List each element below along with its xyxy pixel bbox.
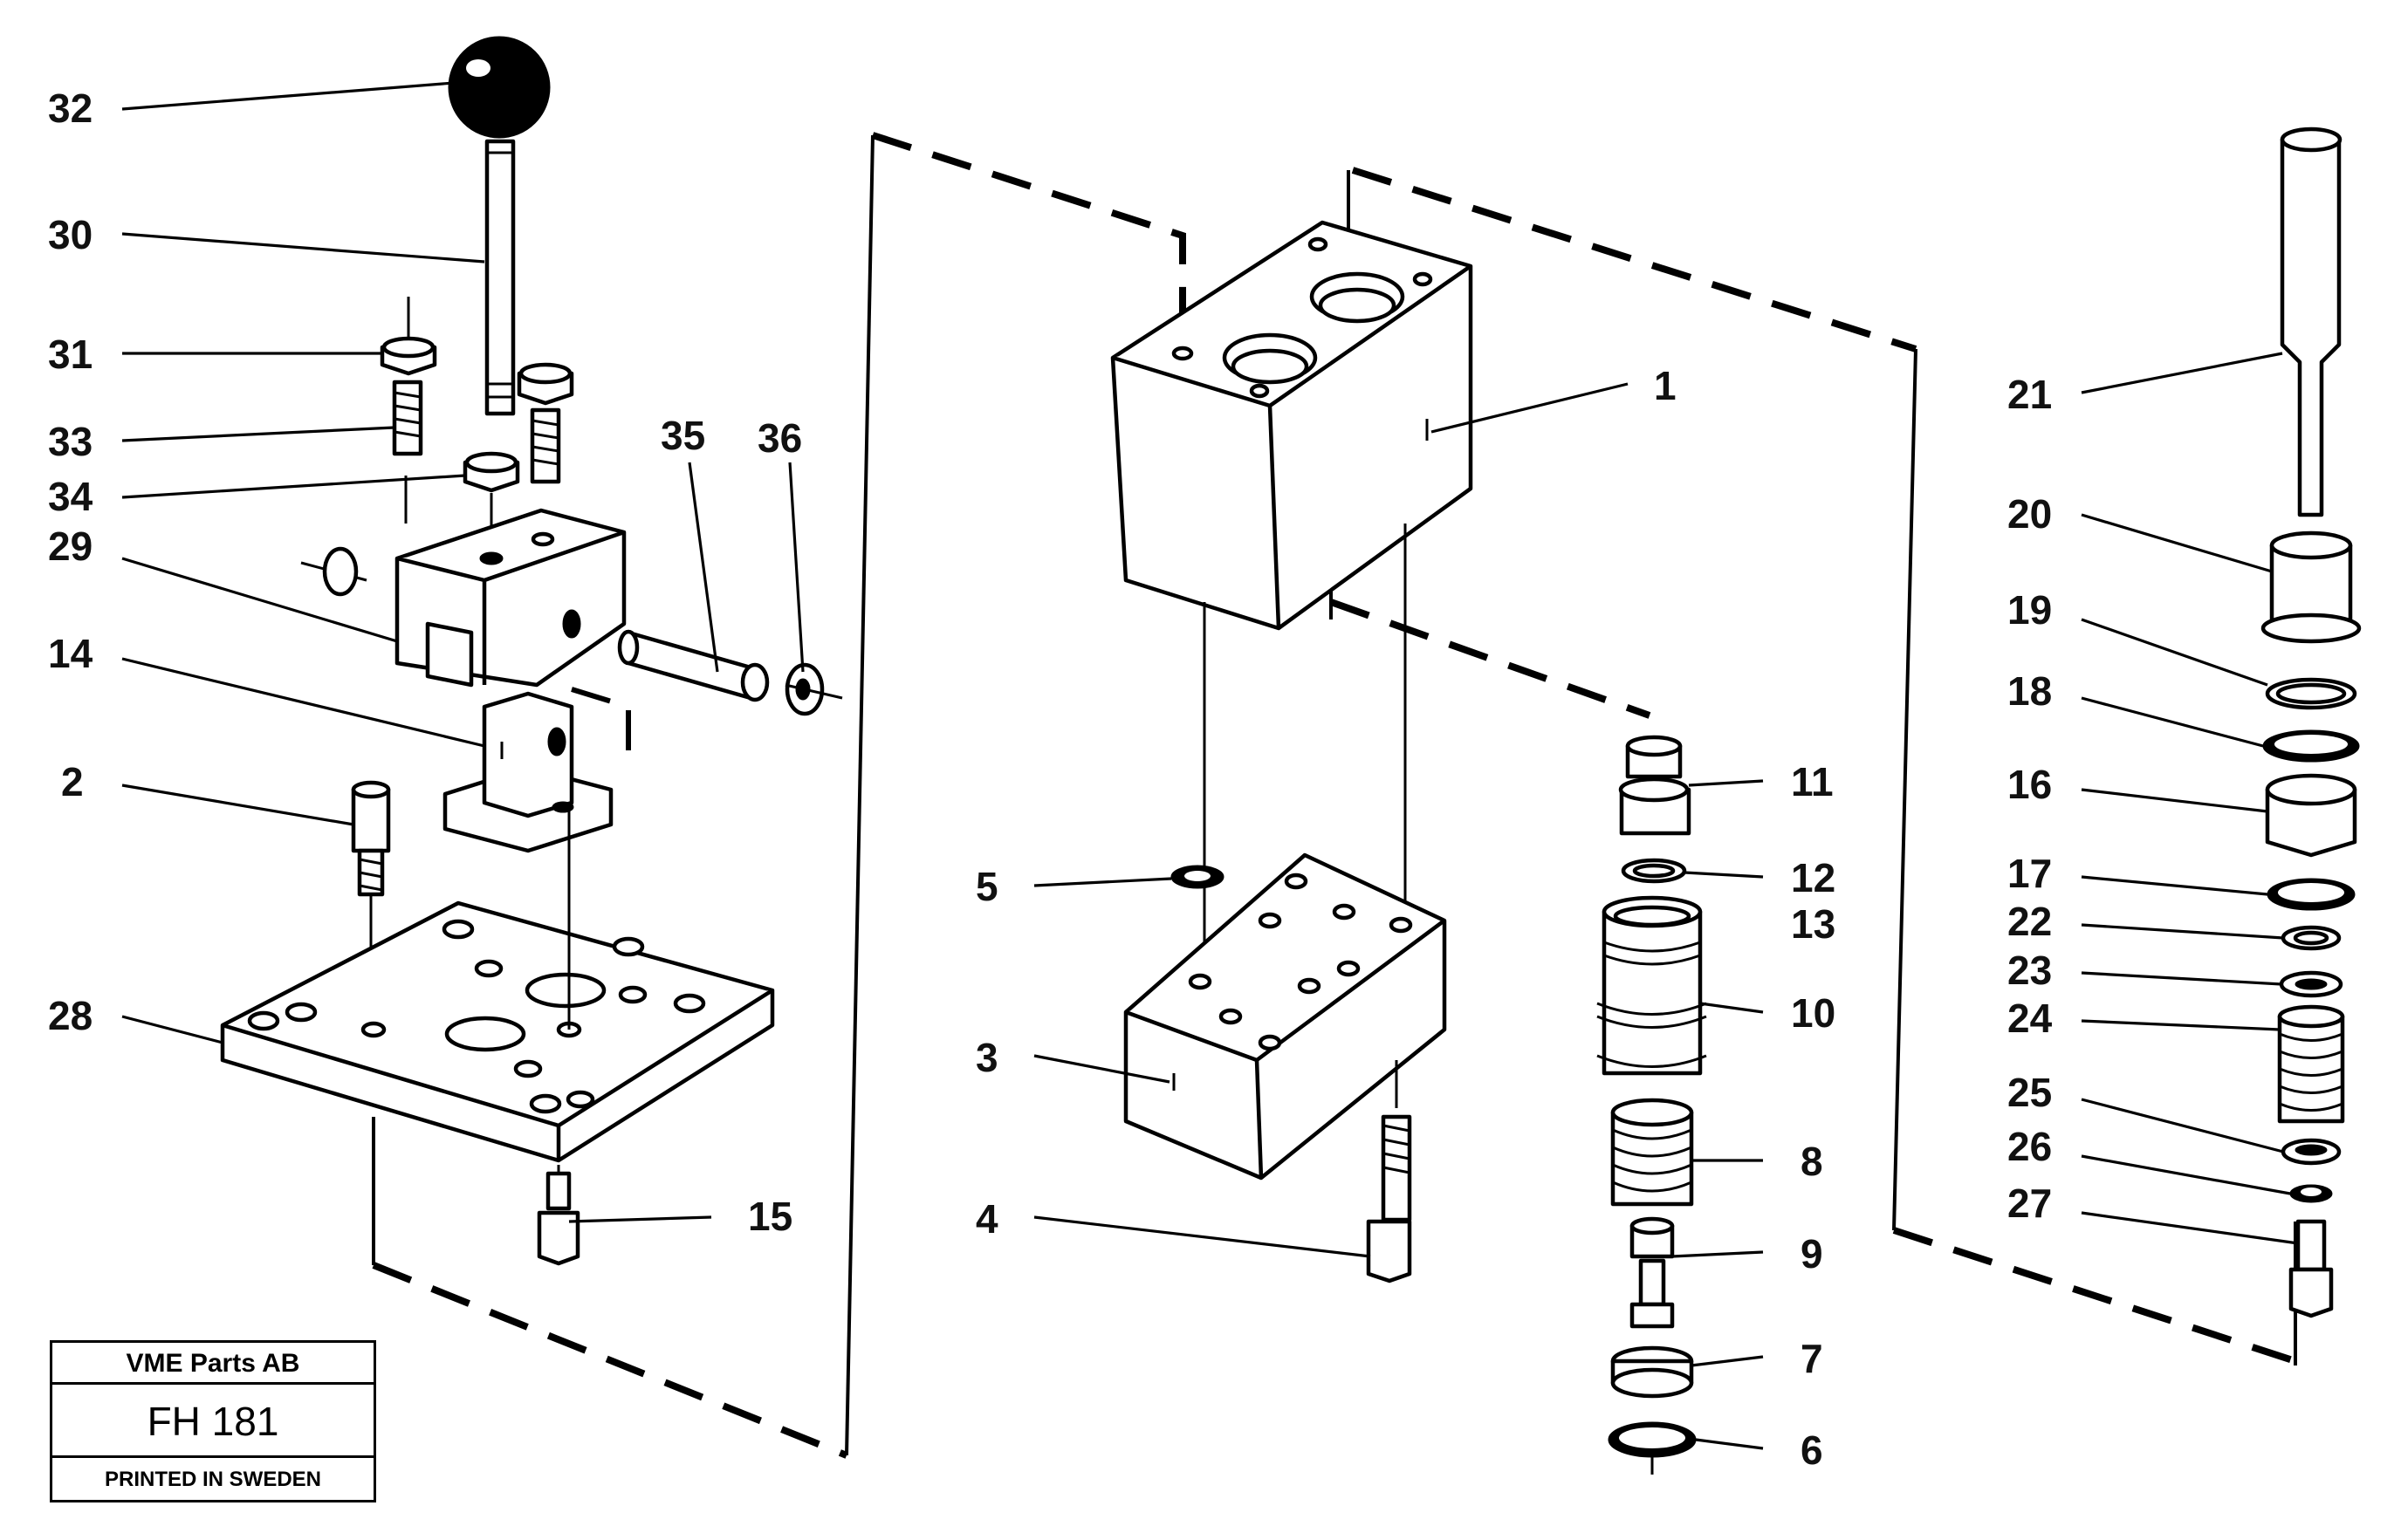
callout-3: 3 <box>976 1035 998 1080</box>
callout-35: 35 <box>661 413 705 458</box>
callout-16: 16 <box>2007 762 2052 807</box>
mounting-plate-28 <box>220 811 775 1163</box>
callout-11: 11 <box>1791 759 1834 804</box>
callout-10: 10 <box>1791 990 1835 1036</box>
left-nut-31 <box>380 297 437 376</box>
callout-31: 31 <box>48 332 93 377</box>
title-block-printed: PRINTED IN SWEDEN <box>104 1468 321 1491</box>
callout-13: 13 <box>1791 901 1835 947</box>
callout-1: 1 <box>1654 363 1677 408</box>
leader-lines <box>121 81 2299 1450</box>
callout-4: 4 <box>976 1196 998 1242</box>
callout-19: 19 <box>2007 587 2052 633</box>
lever-rod <box>484 139 516 416</box>
callout-9: 9 <box>1801 1231 1823 1276</box>
callout-27: 27 <box>2007 1181 2052 1226</box>
lever-bracket-29 <box>394 476 627 688</box>
screw-4 <box>1366 1060 1412 1283</box>
pin-35 <box>617 629 770 702</box>
callout-2: 2 <box>61 759 84 804</box>
valve-body-1 <box>1110 220 1473 968</box>
callout-32: 32 <box>48 86 93 131</box>
callout-34: 34 <box>48 474 93 519</box>
callout-28: 28 <box>48 993 93 1038</box>
right-spring-33 <box>530 407 561 484</box>
callout-26: 26 <box>2007 1124 2052 1169</box>
callout-7: 7 <box>1801 1336 1823 1381</box>
screw-15 <box>537 1165 580 1266</box>
callout-36: 36 <box>758 415 802 461</box>
screw-2 <box>351 780 391 1030</box>
callout-labels: 32 30 31 33 34 29 14 2 28 35 36 15 5 3 4… <box>48 86 2053 1473</box>
clip-36 <box>785 662 843 716</box>
callout-5: 5 <box>976 864 998 909</box>
callout-21: 21 <box>2007 372 2052 417</box>
pivot-block-14 <box>442 687 631 853</box>
title-block-code: FH 181 <box>52 1385 374 1458</box>
callout-8: 8 <box>1801 1139 1823 1184</box>
lever-knob <box>448 36 551 139</box>
o-ring-5 <box>1170 865 1224 889</box>
callout-6: 6 <box>1801 1427 1823 1473</box>
right-nut-31 <box>517 362 574 406</box>
callout-33: 33 <box>48 419 93 464</box>
callout-30: 30 <box>48 212 93 257</box>
pin-clip-left <box>300 546 367 597</box>
spool-stack <box>1596 735 1707 1475</box>
callout-18: 18 <box>2007 668 2052 714</box>
callout-25: 25 <box>2007 1070 2052 1115</box>
callout-23: 23 <box>2007 948 2052 993</box>
title-block-company: VME Parts AB <box>52 1343 374 1385</box>
callout-15: 15 <box>748 1194 792 1239</box>
left-spring-33 <box>392 380 423 456</box>
callout-14: 14 <box>48 631 93 676</box>
callout-17: 17 <box>2007 851 2052 896</box>
block-3 <box>1123 852 1447 1181</box>
callout-24: 24 <box>2007 996 2053 1041</box>
callout-20: 20 <box>2007 491 2052 537</box>
assembly-dashed-lines <box>372 132 2299 1459</box>
right-column-parts <box>2260 127 2362 1318</box>
title-block: VME Parts AB FH 181 PRINTED IN SWEDEN <box>50 1340 376 1502</box>
nut-34 <box>463 451 520 541</box>
callout-29: 29 <box>48 524 93 569</box>
callout-22: 22 <box>2007 899 2052 944</box>
callout-12: 12 <box>1791 855 1835 900</box>
